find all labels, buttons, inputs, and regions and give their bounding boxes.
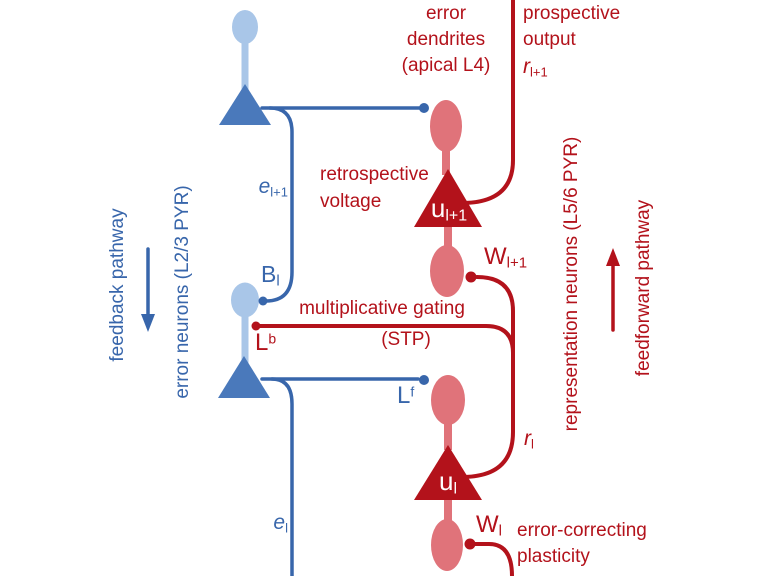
label-L-b: Lb (255, 329, 277, 356)
error-neuron-lower-soma (218, 356, 270, 398)
label-prospective-output: prospective output (523, 3, 621, 50)
label-representation-neurons: representation neurons (L5/6 PYR) (561, 136, 582, 432)
synapse-W-l (464, 538, 476, 550)
repr-neuron-lower-apical-stem (444, 418, 452, 450)
feedback-arrow-head (141, 314, 155, 332)
label-stp: (STP) (381, 329, 431, 350)
axon-input-W-l (473, 542, 514, 576)
synapse-L-f (419, 375, 429, 385)
axon-e-l (270, 377, 294, 576)
label-retrospective-voltage: retrospective voltage (320, 164, 429, 212)
label-r-l+1: rl+1 (523, 55, 548, 80)
axon-e-l+1-feedback-B-l (264, 106, 294, 303)
synapse-L-b-gating (251, 321, 261, 331)
synapse-error-to-apical-l4 (419, 103, 429, 113)
repr-neuron-lower-basal-stem (444, 498, 452, 524)
label-u-l: ul (438, 466, 458, 498)
repr-neuron-upper-basal-stem (444, 225, 452, 251)
synapse-W-l+1 (465, 271, 477, 283)
error-neuron-upper-apical-dendrite (232, 10, 258, 44)
axon-multiplicative-gating (256, 324, 515, 355)
synapse-B-l (258, 296, 268, 306)
label-e-l+1: el+1 (258, 175, 288, 200)
repr-neuron-upper-basal-dendrite (430, 245, 464, 297)
label-W-l+1: Wl+1 (484, 243, 528, 272)
error-neuron-upper-apical-stem (241, 30, 249, 90)
error-dendrite-apical-l4 (430, 100, 462, 152)
label-error-correcting-plasticity: error-correcting plasticity (517, 520, 647, 567)
label-L-f: Lf (397, 382, 415, 409)
label-r-l: rl (524, 427, 534, 452)
label-u-l+1: ul+1 (430, 193, 468, 225)
axon-prospective-output-r-l+1 (460, 0, 515, 205)
repr-neuron-lower-basal-dendrite (431, 519, 463, 571)
label-e-l: el (273, 511, 288, 536)
label-W-l: Wl (476, 511, 502, 540)
label-error-neurons: error neurons (L2/3 PYR) (172, 185, 193, 399)
error-neuron-upper-soma (219, 84, 271, 125)
repr-neuron-lower-soma-u-l (414, 445, 482, 500)
repr-neuron-upper-soma-u-l+1 (414, 169, 482, 227)
repr-neuron-upper-apical-stem (442, 140, 450, 175)
repr-neuron-lower-apical-dendrite (431, 375, 465, 425)
label-B-l: Bl (261, 261, 280, 290)
label-feedback-pathway: feedback pathway (107, 208, 128, 362)
axon-r-l-to-W-l+1 (460, 275, 515, 479)
feedforward-arrow-head (606, 248, 620, 266)
label-multiplicative-gating: multiplicative gating (299, 298, 465, 319)
error-neuron-lower-apical-stem (241, 303, 249, 363)
label-error-dendrites: error dendrites (apical L4) (401, 3, 491, 76)
label-feedforward-pathway: feedforward pathway (633, 199, 654, 377)
error-neuron-lower-apical-dendrite (231, 282, 259, 318)
